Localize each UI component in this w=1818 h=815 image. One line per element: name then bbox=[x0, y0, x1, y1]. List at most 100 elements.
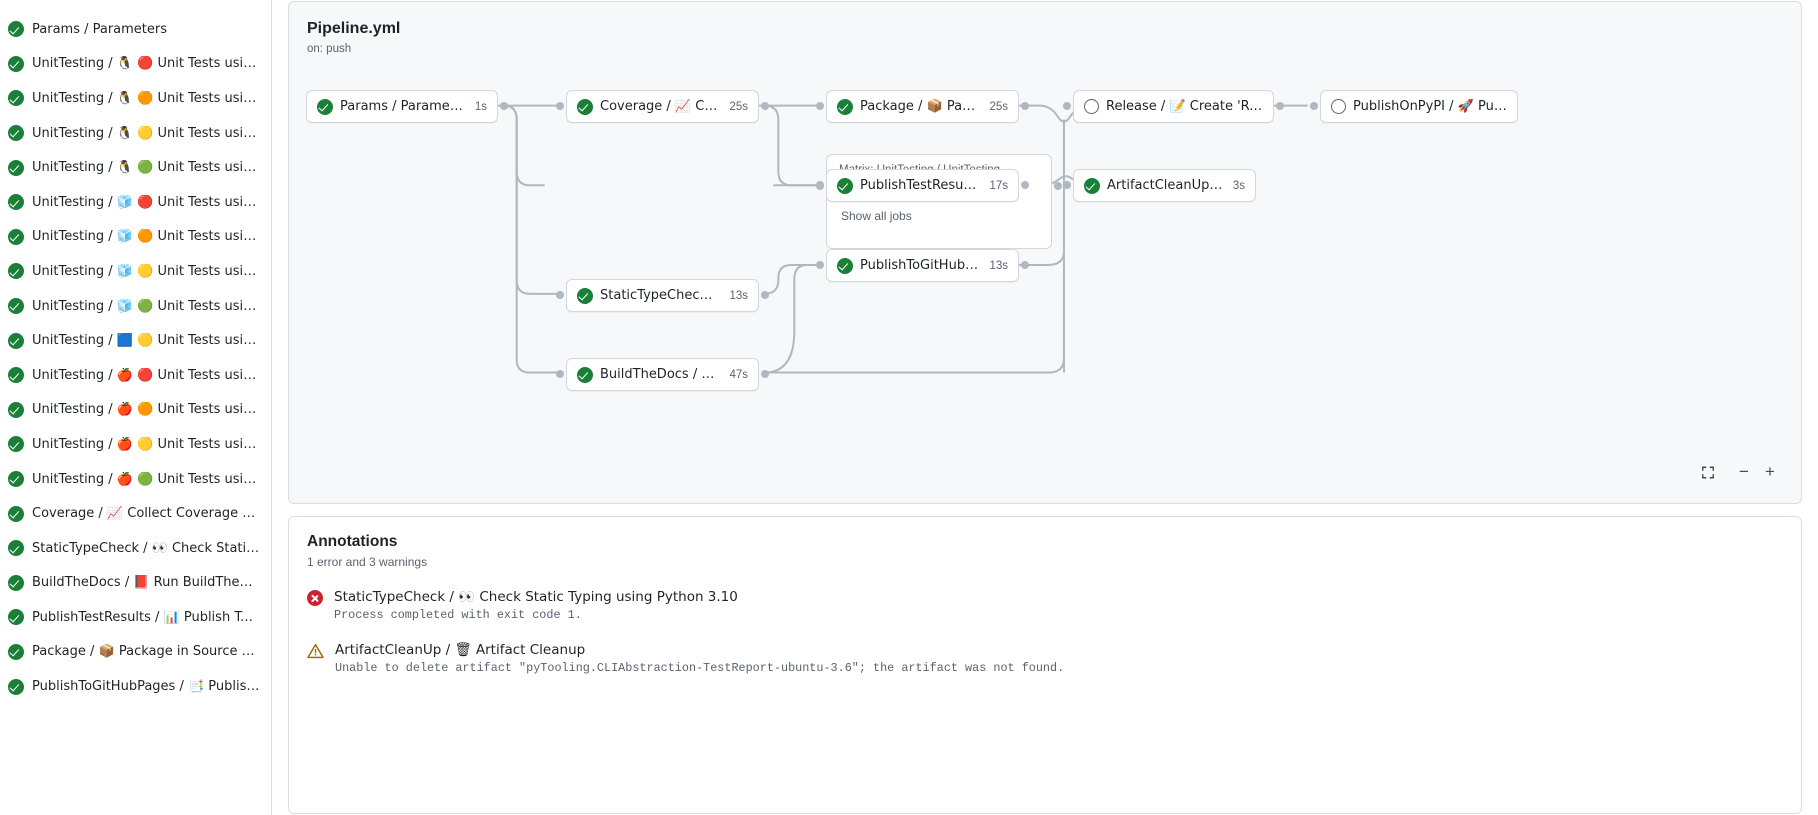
graph-node-params[interactable]: Params / Parameters1s bbox=[306, 90, 498, 123]
fit-screen-icon[interactable] bbox=[1695, 461, 1721, 483]
sidebar-item-10[interactable]: UnitTesting / 🍎 🔴 Unit Tests using Pyth.… bbox=[0, 358, 271, 393]
sidebar-item-16[interactable]: BuildTheDocs / 📕 Run BuildTheDocs bbox=[0, 566, 271, 601]
node-port-right bbox=[500, 102, 508, 110]
graph-node-duration: 13s bbox=[729, 290, 748, 302]
success-icon bbox=[8, 471, 24, 487]
graph-node-label: Package / 📦 Package in So... bbox=[860, 99, 979, 114]
graph-node-duration: 25s bbox=[989, 101, 1008, 113]
sidebar-item-15[interactable]: StaticTypeCheck / 👀 Check Static Typing.… bbox=[0, 531, 271, 566]
node-port-left bbox=[1063, 102, 1071, 110]
graph-node-label: PublishTestResults / 📊 Pu... bbox=[860, 178, 979, 193]
sidebar-item-label: StaticTypeCheck / 👀 Check Static Typing.… bbox=[32, 541, 261, 556]
sidebar-item-5[interactable]: UnitTesting / 🧊 🔴 Unit Tests using Pyth.… bbox=[0, 185, 271, 220]
graph-node-testresults[interactable]: PublishTestResults / 📊 Pu... 17s bbox=[826, 169, 1019, 202]
zoom-controls[interactable]: − + bbox=[1695, 461, 1783, 483]
sidebar-item-19[interactable]: PublishToGitHubPages / 📑 Publish to G... bbox=[0, 669, 271, 704]
graph-node-package[interactable]: Package / 📦 Package in So... 25s bbox=[826, 90, 1019, 123]
sidebar-item-label: UnitTesting / 🍎 🔴 Unit Tests using Pyth.… bbox=[32, 368, 261, 383]
sidebar-item-18[interactable]: Package / 📦 Package in Source and Wh... bbox=[0, 635, 271, 670]
success-icon bbox=[8, 229, 24, 245]
node-port-right bbox=[761, 102, 769, 110]
matrix-port-left bbox=[816, 182, 824, 190]
node-port-left bbox=[816, 102, 824, 110]
node-port-left bbox=[816, 261, 824, 269]
node-port-right bbox=[1021, 261, 1029, 269]
sidebar-item-9[interactable]: UnitTesting / 🟦 🟡 Unit Tests using Pyth.… bbox=[0, 323, 271, 358]
success-icon bbox=[8, 402, 24, 418]
node-port-right bbox=[761, 291, 769, 299]
annotation-head: StaticTypeCheck / 👀 Check Static Typing … bbox=[334, 589, 738, 605]
success-icon bbox=[837, 99, 853, 115]
sidebar-item-7[interactable]: UnitTesting / 🧊 🟡 Unit Tests using Pyth.… bbox=[0, 254, 271, 289]
graph-node-duration: 13s bbox=[989, 260, 1008, 272]
sidebar-item-3[interactable]: UnitTesting / 🐧 🟡 Unit Tests using Pyth.… bbox=[0, 116, 271, 151]
success-icon bbox=[8, 56, 24, 72]
pending-icon bbox=[1084, 99, 1099, 114]
success-icon bbox=[577, 367, 593, 383]
success-icon bbox=[577, 99, 593, 115]
graph-node-coverage[interactable]: Coverage / 📈 Collect Cove...25s bbox=[566, 90, 759, 123]
annotations-title: Annotations bbox=[307, 533, 1783, 551]
sidebar-item-label: Package / 📦 Package in Source and Wh... bbox=[32, 644, 261, 659]
node-port-right bbox=[1021, 181, 1029, 189]
success-icon bbox=[8, 436, 24, 452]
success-icon bbox=[8, 575, 24, 591]
success-icon bbox=[8, 263, 24, 279]
sidebar-item-17[interactable]: PublishTestResults / 📊 Publish Test Resu… bbox=[0, 600, 271, 635]
graph-node-duration: 17s bbox=[989, 180, 1008, 192]
show-all-jobs-link[interactable]: Show all jobs bbox=[827, 202, 1051, 233]
success-icon bbox=[1084, 178, 1100, 194]
success-icon bbox=[8, 609, 24, 625]
graph-node-statictype[interactable]: StaticTypeCheck / 👀 Chec... 13s bbox=[566, 279, 759, 312]
node-port-left bbox=[1063, 181, 1071, 189]
graph-node-buildthedocs[interactable]: BuildTheDocs / 📕 Run Buil...47s bbox=[566, 358, 759, 391]
annotations-summary: 1 error and 3 warnings bbox=[307, 555, 1783, 569]
success-icon bbox=[8, 298, 24, 314]
sidebar-item-11[interactable]: UnitTesting / 🍎 🟠 Unit Tests using Pyth.… bbox=[0, 393, 271, 428]
sidebar-item-2[interactable]: UnitTesting / 🐧 🟠 Unit Tests using Pyth.… bbox=[0, 81, 271, 116]
sidebar-item-label: UnitTesting / 🐧 🟠 Unit Tests using Pyth.… bbox=[32, 91, 261, 106]
success-icon bbox=[8, 125, 24, 141]
sidebar-item-12[interactable]: UnitTesting / 🍎 🟡 Unit Tests using Pyth.… bbox=[0, 427, 271, 462]
success-icon bbox=[8, 160, 24, 176]
sidebar-item-8[interactable]: UnitTesting / 🧊 🟢 Unit Tests using Pyth.… bbox=[0, 289, 271, 324]
sidebar-item-label: UnitTesting / 🐧 🔴 Unit Tests using Pyth.… bbox=[32, 56, 261, 71]
sidebar-item-label: UnitTesting / 🍎 🟢 Unit Tests using Pyth.… bbox=[32, 472, 261, 487]
warning-icon bbox=[307, 643, 324, 675]
success-icon bbox=[837, 258, 853, 274]
sidebar-item-0[interactable]: Params / Parameters bbox=[0, 12, 271, 47]
sidebar-item-label: UnitTesting / 🧊 🟠 Unit Tests using Pyth.… bbox=[32, 229, 261, 244]
graph-node-label: ArtifactCleanUp / 🗑 Artifac... bbox=[1107, 178, 1223, 193]
sidebar-item-14[interactable]: Coverage / 📈 Collect Coverage Data usi..… bbox=[0, 496, 271, 531]
graph-node-label: StaticTypeCheck / 👀 Chec... bbox=[600, 288, 719, 303]
success-icon bbox=[8, 540, 24, 556]
jobs-sidebar[interactable]: Params / ParametersUnitTesting / 🐧 🔴 Uni… bbox=[0, 0, 272, 815]
success-icon bbox=[8, 367, 24, 383]
graph-node-label: Params / Parameters bbox=[340, 99, 465, 114]
annotation-item-1[interactable]: ArtifactCleanUp / 🗑 Artifact CleanupUnab… bbox=[307, 642, 1783, 675]
graph-node-artifact[interactable]: ArtifactCleanUp / 🗑 Artifac... 3s bbox=[1073, 169, 1256, 202]
annotations-list: StaticTypeCheck / 👀 Check Static Typing … bbox=[307, 589, 1783, 675]
graph-node-publishpypi[interactable]: PublishOnPyPI / 🚀 Publish to ... bbox=[1320, 90, 1518, 123]
graph-node-githubpages[interactable]: PublishToGitHubPages / 📑 ... 13s bbox=[826, 249, 1019, 282]
annotation-item-0[interactable]: StaticTypeCheck / 👀 Check Static Typing … bbox=[307, 589, 1783, 622]
node-port-right bbox=[1276, 102, 1284, 110]
sidebar-item-label: Coverage / 📈 Collect Coverage Data usi..… bbox=[32, 506, 261, 521]
zoom-out-button[interactable]: − bbox=[1731, 461, 1757, 483]
sidebar-item-13[interactable]: UnitTesting / 🍎 🟢 Unit Tests using Pyth.… bbox=[0, 462, 271, 497]
sidebar-item-4[interactable]: UnitTesting / 🐧 🟢 Unit Tests using Pyth.… bbox=[0, 150, 271, 185]
sidebar-item-label: Params / Parameters bbox=[32, 22, 167, 37]
sidebar-item-1[interactable]: UnitTesting / 🐧 🔴 Unit Tests using Pyth.… bbox=[0, 47, 271, 82]
graph-node-label: PublishToGitHubPages / 📑 ... bbox=[860, 258, 979, 273]
graph-node-duration: 3s bbox=[1233, 180, 1245, 192]
annotation-head: ArtifactCleanUp / 🗑 Artifact Cleanup bbox=[335, 642, 1064, 658]
graph-canvas: Matrix: UnitTesting / UnitTesting 13 job… bbox=[289, 2, 1801, 503]
node-port-left bbox=[556, 370, 564, 378]
zoom-in-button[interactable]: + bbox=[1757, 461, 1783, 483]
graph-node-release[interactable]: Release / 📝 Create 'Release P... bbox=[1073, 90, 1274, 123]
sidebar-item-label: UnitTesting / 🧊 🔴 Unit Tests using Pyth.… bbox=[32, 195, 261, 210]
sidebar-item-label: BuildTheDocs / 📕 Run BuildTheDocs bbox=[32, 575, 261, 590]
success-icon bbox=[8, 90, 24, 106]
sidebar-item-6[interactable]: UnitTesting / 🧊 🟠 Unit Tests using Pyth.… bbox=[0, 220, 271, 255]
node-port-left bbox=[556, 102, 564, 110]
